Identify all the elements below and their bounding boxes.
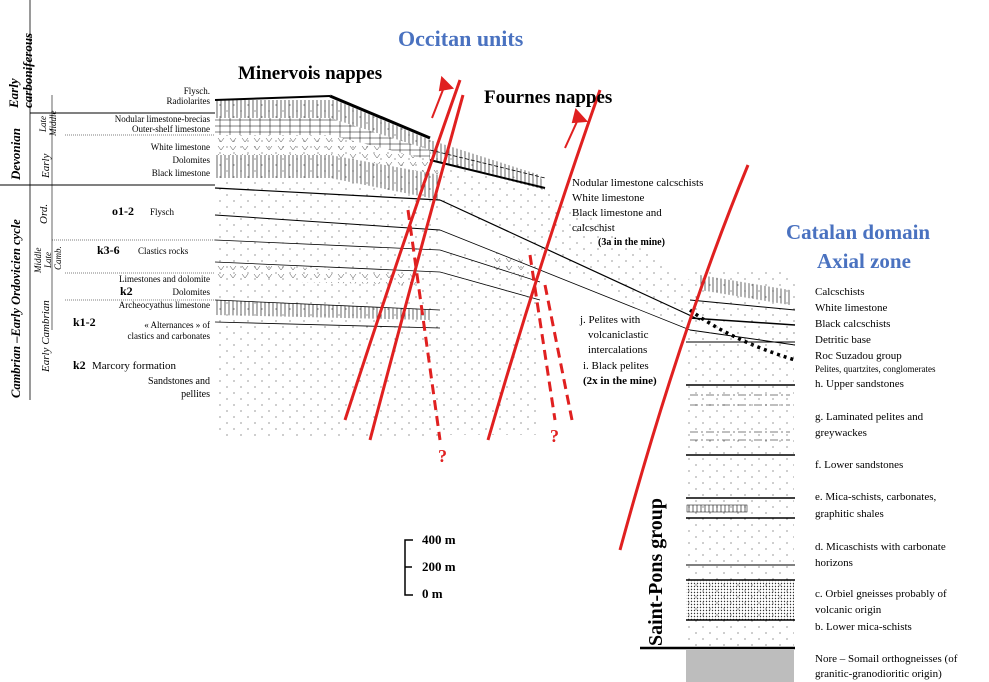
label-black-calcschists: Black calcschists (815, 318, 891, 330)
fournes-nappes-title: Fournes nappes (484, 87, 613, 108)
label-nore-somail: Nore – Somail orthogneisses (of (815, 653, 958, 665)
label-clastics-rocks: Clastics rocks (138, 246, 189, 256)
label-alternances: « Alternances » of (144, 320, 210, 330)
minervois-nappe-body (214, 94, 441, 440)
red-faults (343, 79, 750, 551)
upward-arrows (431, 75, 589, 149)
label-white-limestone: White limestone (150, 142, 210, 152)
period-ordovician: Ord. (38, 203, 50, 224)
scale-0m: 0 m (422, 586, 443, 601)
label-o1-2-flysch: Flysch (150, 207, 175, 217)
label-black-pelites: i. Black pelites (583, 360, 649, 372)
scale-200m: 200 m (422, 559, 456, 574)
scale-400m: 400 m (422, 532, 456, 547)
label-outer-shelf: Outer-shelf limestone (131, 124, 210, 134)
label-limestones-dolomite: Limestones and dolomite (119, 274, 210, 284)
label-nore-origin: granitic-granodioritic origin) (815, 668, 942, 680)
catalan-domain-title: Catalan domain (786, 220, 931, 244)
code-o1-2: o1-2 (112, 204, 134, 218)
period-early-cambrian: Early Cambrian (40, 300, 52, 372)
label-calcschist: calcschist (572, 222, 615, 234)
label-black-limestone: Black limestone (151, 168, 210, 178)
period-cambrian-cycle: Cambrian –Early Ordovicien cycle (9, 219, 23, 398)
label-white-limestone-mid: White limestone (572, 192, 645, 204)
period-middle: Middle (48, 110, 58, 137)
label-calcschists: Calcschists (815, 286, 865, 298)
label-d-horizons: horizons (815, 557, 853, 569)
fournes-nappe-body (429, 140, 701, 435)
occitan-units-title: Occitan units (398, 26, 524, 51)
period-early-devonian: Early (40, 153, 52, 178)
label-2x-mine: (2x in the mine) (583, 375, 657, 387)
label-g-greywackes: greywackes (815, 427, 867, 439)
label-dolomites-k2: Dolomites (172, 287, 211, 297)
period-camb: Camb. (53, 246, 63, 270)
scale-bar (404, 539, 413, 596)
label-pellites: pellites (181, 389, 210, 400)
label-sandstones: Sandstones and (148, 376, 210, 387)
label-roc-suzadou-sub: Pelites, quartzites, conglomerates (815, 364, 936, 374)
saint-pons-column (640, 332, 795, 682)
code-k2-marcory: k2 (73, 358, 86, 372)
period-devonian: Devonian (8, 128, 23, 180)
label-h-upper-sandstones: h. Upper sandstones (815, 378, 904, 390)
label-detritic-base: Detritic base (815, 334, 871, 346)
left-column-frame (0, 0, 215, 400)
label-c-volcanic: volcanic origin (815, 604, 882, 616)
label-clastics-carbonates: clastics and carbonates (127, 331, 210, 341)
code-k1-2: k1-2 (73, 315, 96, 329)
label-3a-mine: (3a in the mine) (598, 237, 665, 248)
question-mark-left: ? (438, 446, 447, 466)
label-black-limestone-mid: Black limestone and (572, 207, 662, 219)
dashed-faults (406, 209, 574, 441)
minervois-nappes-title: Minervois nappes (238, 63, 383, 84)
period-middle-cambrian: Middle (33, 247, 43, 274)
label-b-lower-mica: b. Lower mica-schists (815, 621, 912, 633)
code-k3-6: k3-6 (97, 243, 120, 257)
label-flysch: Flysch. (183, 86, 210, 96)
axial-zone-title: Axial zone (817, 249, 911, 273)
label-radiolarites: Radiolarites (166, 96, 211, 106)
question-mark-right: ? (550, 426, 559, 446)
label-intercalations: intercalations (588, 344, 648, 356)
label-white-limestone-right: White limestone (815, 302, 888, 314)
label-nodular-brecias: Nodular limestone-brecias (114, 114, 210, 124)
label-volcaniclastic: volcaniclastic (588, 329, 649, 341)
label-g-laminated: g. Laminated pelites and (815, 411, 924, 423)
label-marcory-formation: Marcory formation (92, 360, 176, 372)
label-e-mica-schists: e. Mica-schists, carbonates, (815, 491, 937, 503)
saint-pons-group-label: Saint-Pons group (645, 497, 667, 646)
label-nodular-calcschists: Nodular limestone calcschists (572, 177, 704, 189)
label-dolomites: Dolomites (172, 155, 211, 165)
label-e-graphitic: graphitic shales (815, 508, 884, 520)
label-roc-suzadou: Roc Suzadou group (815, 350, 902, 362)
period-late: Late (38, 115, 48, 132)
label-c-orbiel: c. Orbiel gneisses probably of (815, 588, 947, 600)
label-f-lower-sandstones: f. Lower sandstones (815, 459, 904, 471)
label-pelites-j: j. Pelites with (580, 314, 641, 326)
code-k2-dolomites: k2 (120, 284, 133, 298)
label-archeocyathus: Archeocyathus limestone (118, 300, 210, 310)
period-carboniferous: carboniferous (20, 32, 35, 108)
label-d-micaschists: d. Micaschists with carbonate (815, 541, 946, 553)
period-late-cambrian: Late (43, 251, 53, 268)
